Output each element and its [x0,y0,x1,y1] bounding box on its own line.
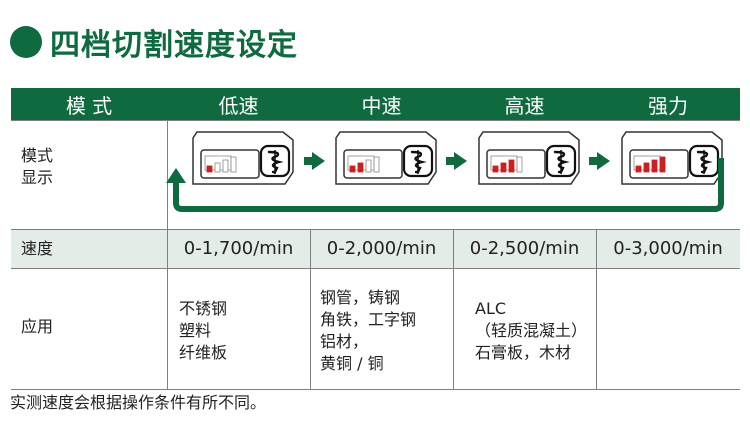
speed-table: 模 式 低速 中速 高速 强力 模式 显示 速度 0-1,700/m [11,88,740,390]
header-high: 高速 [504,93,545,118]
application-item: 钢管，铸钢 [320,288,401,307]
mode-label-line: 模式 [21,146,54,165]
level-bar [214,162,221,173]
row-divider [11,120,740,121]
level-bar [500,162,507,173]
level-bar [659,156,666,173]
arrow-right-icon [304,152,325,170]
lcd-window [629,149,689,179]
col-divider [596,229,597,389]
footnote: 实测速度会根据操作条件有所不同。 [10,393,267,412]
battery-icon [204,155,237,173]
tool-display-panel [335,131,437,185]
header-mode: 模 式 [65,93,113,118]
col-divider [453,229,454,389]
level-bar [635,165,642,173]
return-loop-arrow-icon [173,158,724,212]
tool-display-panel [192,131,294,185]
header-mid: 中速 [361,93,402,118]
application-item: （轻质混凝土） [475,321,588,340]
application-low: 不锈钢 塑料 纤维板 [179,298,227,364]
mode-display-diagram [166,131,724,212]
level-bar [222,159,229,173]
row-divider [11,229,740,230]
application-item: 塑料 [179,321,212,340]
mode-display-label: 模式 显示 [21,145,53,189]
page-title: 四档切割速度设定 [50,28,298,63]
drill-icon [545,144,577,178]
application-item: 黄铜 / 铜 [320,354,384,373]
header-power: 强力 [648,93,688,118]
application-item: 角铁，工字钢 [320,310,417,329]
battery-icon [633,155,666,173]
level-bar [349,165,356,173]
level-bar [206,165,213,173]
level-bar [373,156,380,173]
speed-mid: 0-2,000/min [326,238,437,259]
level-bar [492,165,499,173]
speed-label: 速度 [21,239,54,258]
speed-low: 0-1,700/min [183,238,294,259]
level-bar [357,162,364,173]
drill-icon [402,144,434,178]
col-divider [167,120,168,389]
application-item: 铝材， [320,332,369,351]
arrow-right-icon [446,152,467,170]
lcd-window [200,149,260,179]
col-divider [310,229,311,389]
row-divider [11,268,740,269]
loop-arrow-head-icon [166,168,186,183]
application-item: 石膏板，木材 [475,343,572,362]
speed-high: 0-2,500/min [469,238,580,259]
lcd-window [486,149,546,179]
mode-label-line: 显示 [21,168,54,187]
battery-icon [347,155,380,173]
application-item: 纤维板 [179,343,228,362]
drill-icon [688,144,720,178]
battery-icon [490,155,523,173]
level-bar [651,159,658,173]
header-low: 低速 [218,93,259,118]
arrow-right-icon [589,152,610,170]
level-bar [365,159,372,173]
row-divider [11,389,740,390]
application-item: 不锈钢 [179,299,228,318]
level-bar [230,156,237,173]
drill-icon [259,144,291,178]
speed-row-bg [11,229,740,268]
application-item: ALC [475,299,507,318]
speed-power: 0-3,000/min [613,238,723,259]
section-title: 四档切割速度设定 [10,20,298,64]
level-bar [516,156,523,173]
level-bar [643,162,650,173]
table-header [11,88,740,120]
application-mid: 钢管，铸钢 角铁，工字钢 铝材， 黄铜 / 铜 [320,287,416,375]
tool-display-panel [478,131,580,185]
level-bar [508,159,515,173]
lcd-window [343,149,403,179]
bullet-dot-icon [10,26,42,58]
application-label: 应用 [21,317,54,336]
application-high: ALC （轻质混凝土） 石膏板，木材 [475,298,587,364]
tool-display-panel [621,131,723,185]
